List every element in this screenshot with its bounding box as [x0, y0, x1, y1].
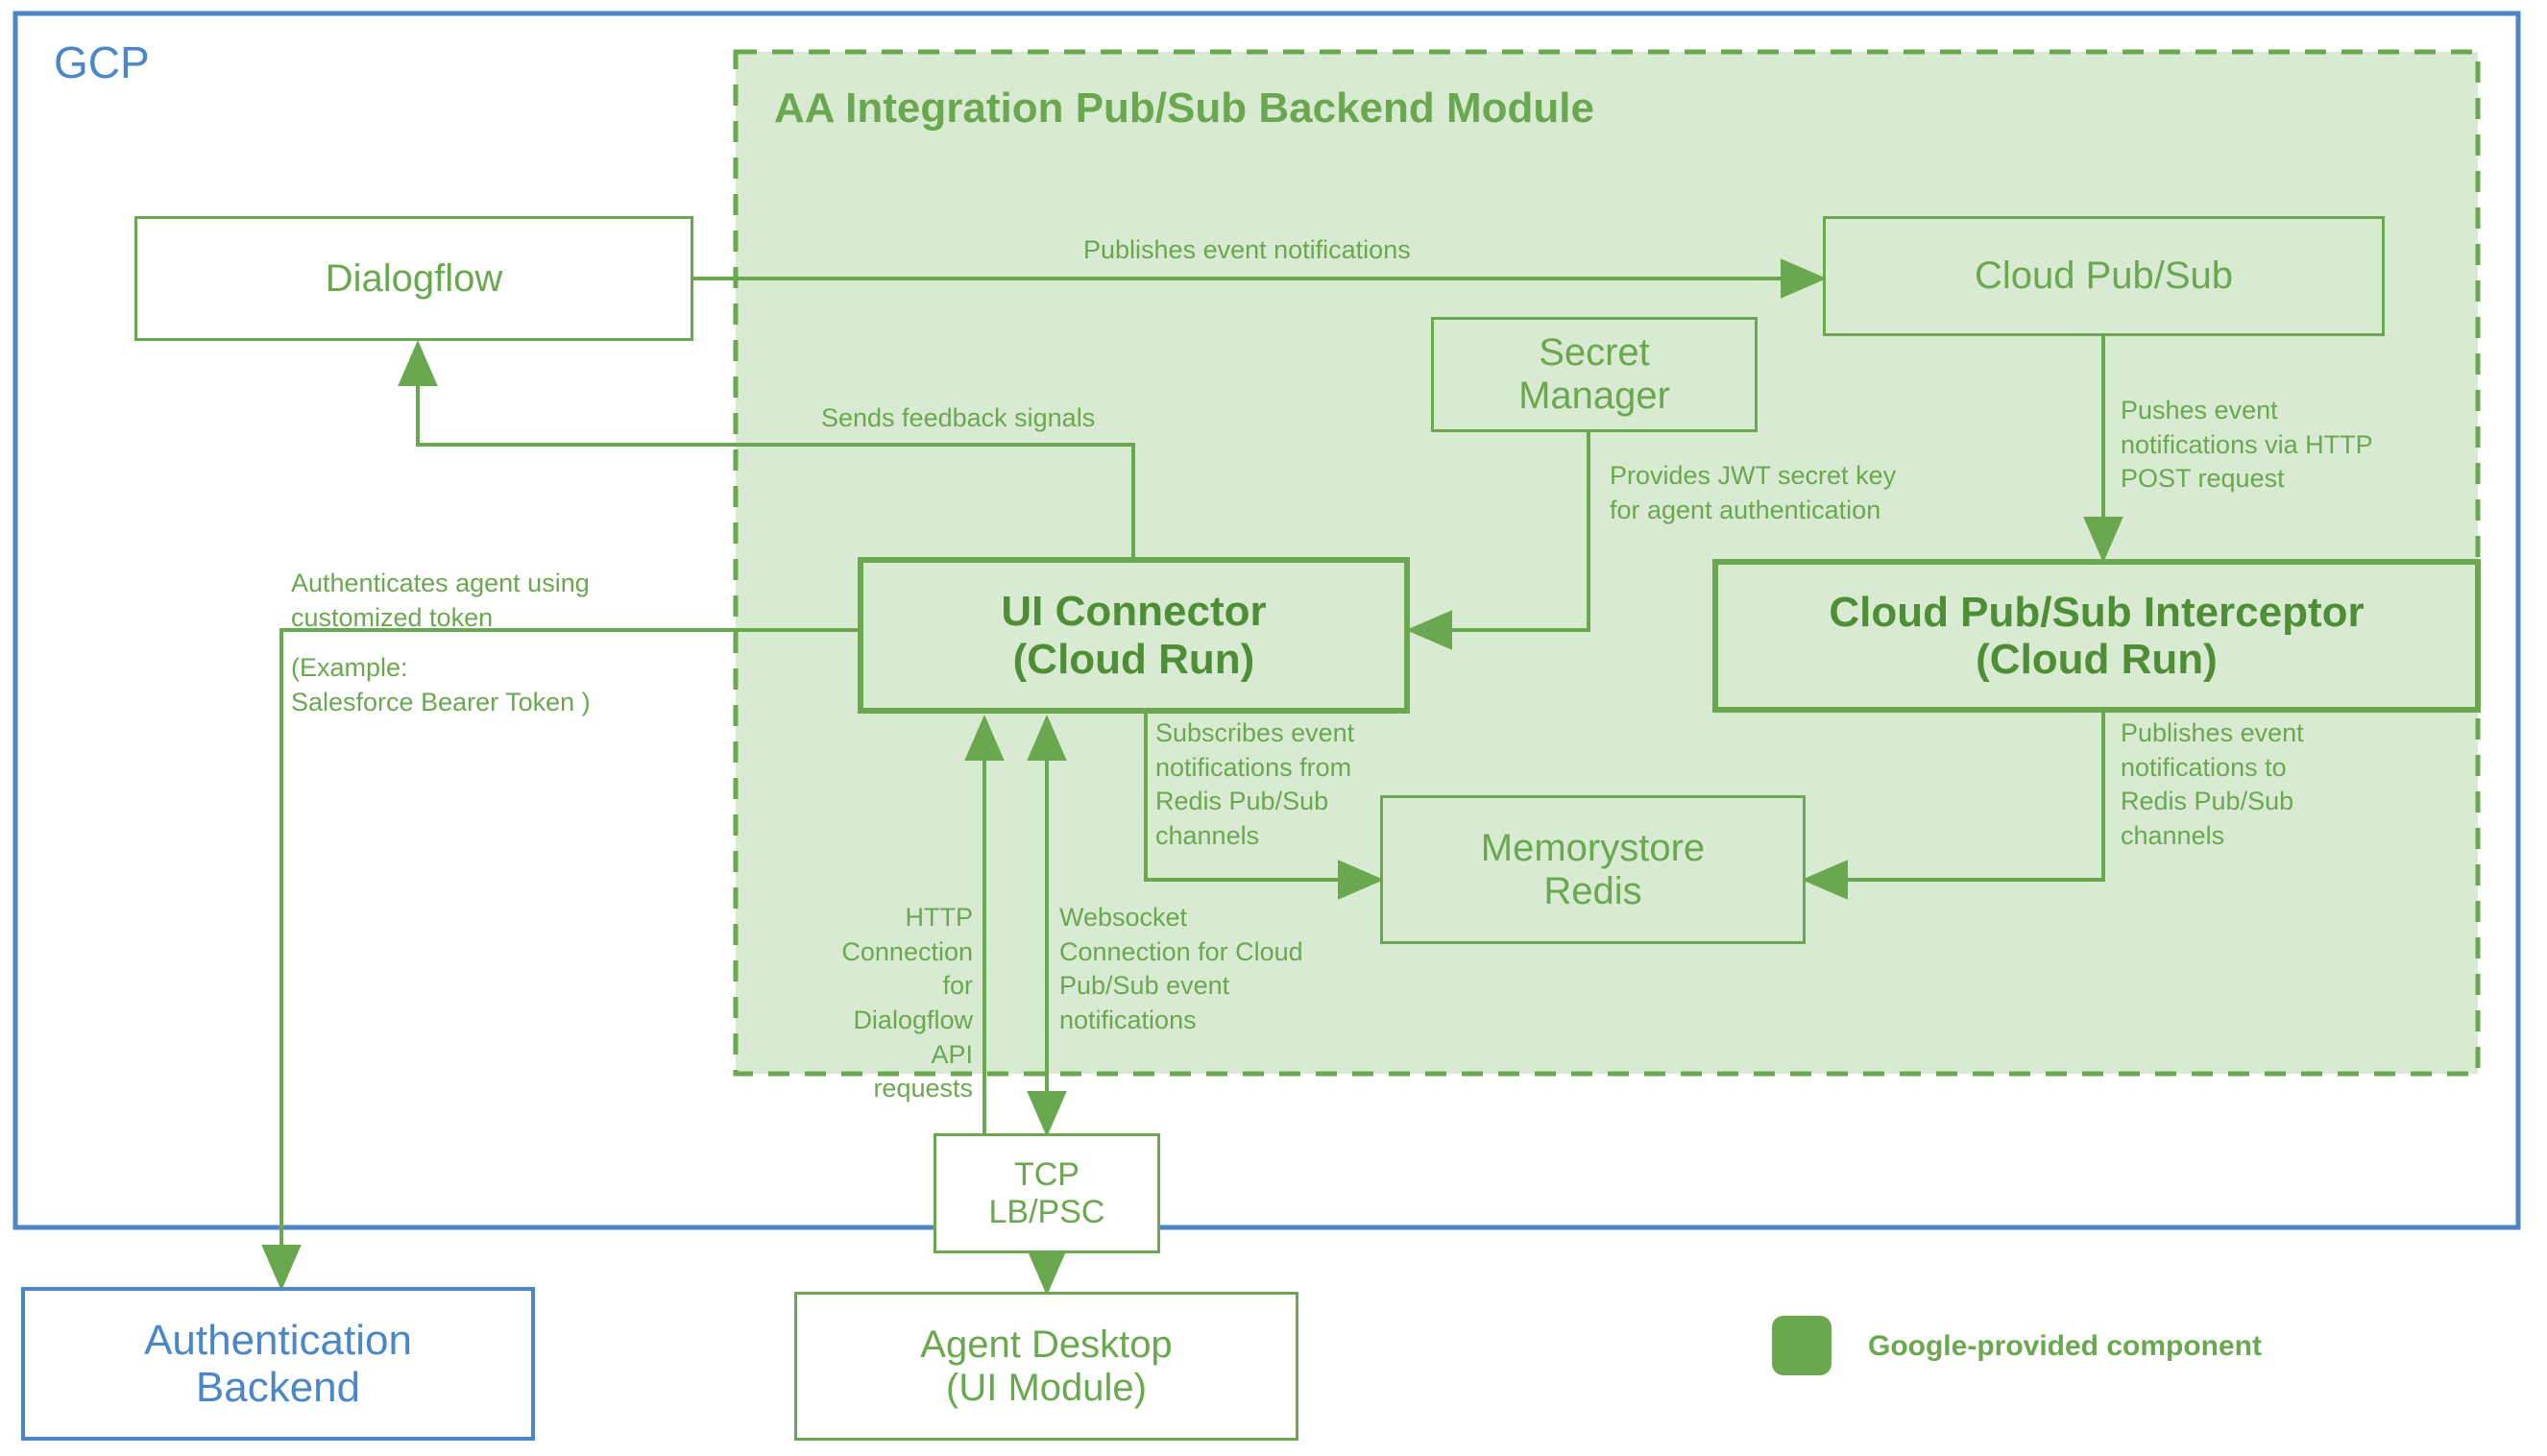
node-authentication-backend[interactable]: Authentication Backend — [21, 1287, 535, 1441]
node-memorystore-redis[interactable]: Memorystore Redis — [1380, 795, 1806, 944]
module-title: AA Integration Pub/Sub Backend Module — [774, 85, 1594, 132]
label-authenticates-agent: Authenticates agent using customized tok… — [291, 569, 590, 632]
edge-interceptor-to-redis — [1802, 713, 2105, 900]
legend-swatch — [1772, 1316, 1831, 1375]
label-publishes-to-redis-channels: Publishes event notifications to Redis P… — [2121, 718, 2304, 850]
gcp-boundary — [12, 11, 2521, 1230]
node-pubsub-interceptor[interactable]: Cloud Pub/Sub Interceptor (Cloud Run) — [1712, 559, 2481, 713]
label-websocket-connection: Websocket Connection for Cloud Pub/Sub e… — [1059, 903, 1303, 1034]
node-dialogflow[interactable]: Dialogflow — [134, 216, 693, 341]
edge-secret-to-uiconnector — [1406, 432, 1590, 650]
label-subscribes-from-redis-channels: Subscribes event notifications from Redi… — [1155, 718, 1355, 850]
node-secret-manager[interactable]: Secret Manager — [1431, 317, 1758, 432]
label-authenticates-example: (Example: Salesforce Bearer Token ) — [291, 653, 591, 716]
label-http-connection: HTTP Connection for Dialogflow API reque… — [841, 903, 973, 1104]
label-provides-jwt-secret: Provides JWT secret key for agent authen… — [1610, 461, 1897, 524]
node-ui-connector[interactable]: UI Connector (Cloud Run) — [858, 557, 1410, 714]
edge-uiconnector-to-redis — [1144, 713, 1384, 900]
label-sends-feedback-signals: Sends feedback signals — [821, 403, 1096, 432]
node-cloud-pubsub[interactable]: Cloud Pub/Sub — [1823, 216, 2385, 336]
label-pushes-event-http-post: Pushes event notifications via HTTP POST… — [2121, 396, 2373, 494]
label-publishes-event-notifications: Publishes event notifications — [1083, 235, 1411, 264]
edge-uiconnector-to-dialogflow — [398, 340, 1135, 557]
legend-label: Google-provided component — [1868, 1330, 2262, 1362]
node-tcp-lb-psc[interactable]: TCP LB/PSC — [934, 1133, 1160, 1253]
node-agent-desktop[interactable]: Agent Desktop (UI Module) — [794, 1292, 1298, 1441]
gcp-label: GCP — [54, 37, 150, 87]
edge-uiconnector-to-auth — [261, 628, 858, 1291]
